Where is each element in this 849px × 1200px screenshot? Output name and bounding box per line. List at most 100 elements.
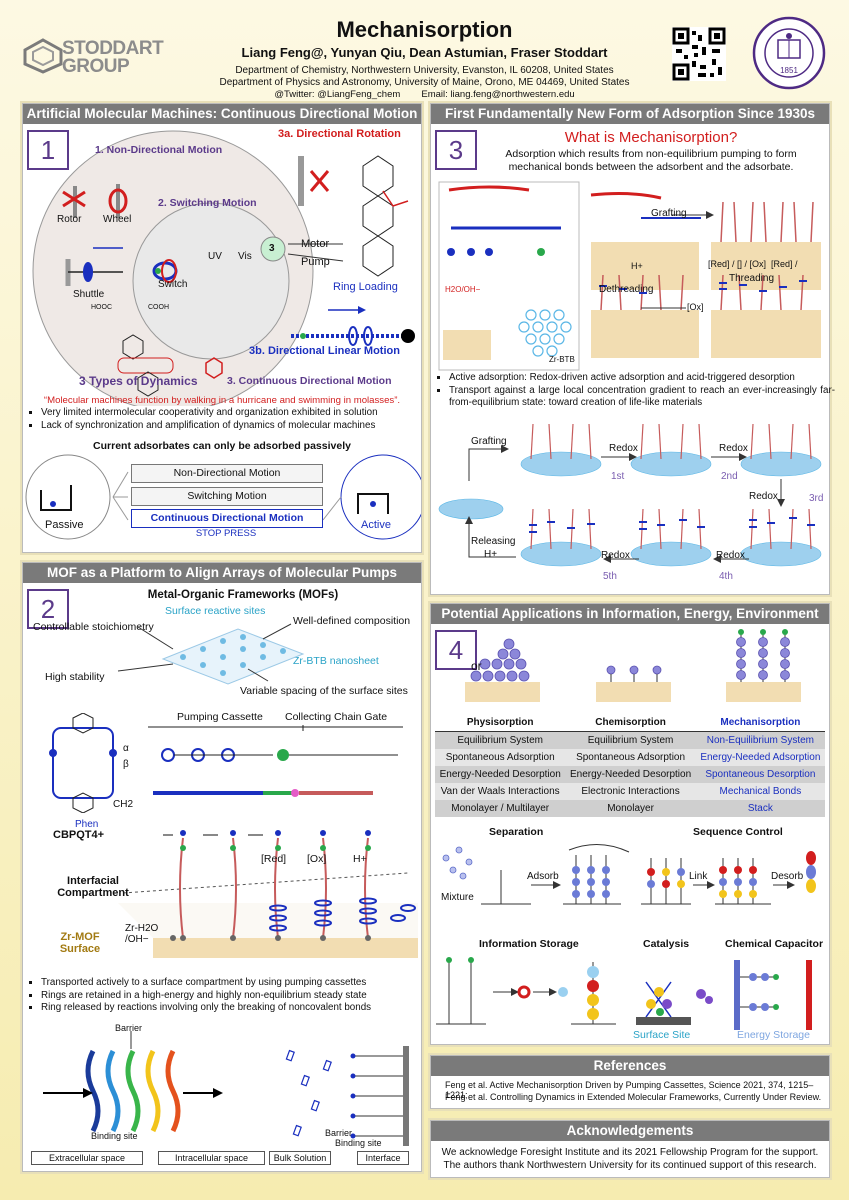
label-red: [Red] (261, 853, 287, 865)
directional-rotation-graphic (298, 155, 409, 277)
table-row: Spontaneous Adsorption Spontaneous Adsor… (435, 749, 825, 766)
reference-2: Feng et al. Controlling Dynamics in Exte… (445, 1092, 822, 1102)
panel-2-bullet: Transported actively to a surface compar… (41, 977, 429, 990)
label-variable-spacing: Variable spacing of the surface sites (240, 685, 408, 697)
panel-2-bullets: Transported actively to a surface compar… (27, 977, 429, 1015)
pump-structure (148, 725, 403, 797)
label-vis: Vis (238, 251, 252, 262)
label-hplus: H+ (631, 261, 643, 271)
label-pumping-cassette: Pumping Cassette (177, 711, 263, 723)
cycle-label-grafting: Grafting (471, 436, 507, 447)
label-ring-loading: Ring Loading (333, 281, 398, 293)
stop-press: STOP PRESS (195, 528, 257, 539)
table-row: Van der Waals Interactions Electronic In… (435, 783, 825, 800)
label-adsorb: Adsorb (527, 871, 559, 882)
info-catalysis-capacitor-graphic (436, 957, 812, 1030)
panel-3-number: 3 (435, 130, 477, 170)
table-cell: Electronic Interactions (565, 783, 696, 800)
cycle-label-fifth: 5th (603, 571, 617, 582)
table-cell: Monolayer / Multilayer (435, 800, 566, 817)
panel-4-number: 4 (435, 630, 477, 670)
panel-4-heading: Potential Applications in Information, E… (431, 604, 829, 624)
table-cell: Van der Waals Interactions (435, 783, 566, 800)
table-cell: Energy-Needed Adsorption (695, 749, 825, 766)
box-intracellular: Intracellular space (158, 1151, 265, 1165)
separation-sequence-graphic (442, 844, 816, 905)
app-sequence-title: Sequence Control (693, 826, 783, 838)
bio-label-barrier-2: Barrier (325, 1128, 353, 1138)
table-header-physisorption: Physisorption (435, 714, 566, 732)
panel-1-bullet: Lack of synchronization and amplificatio… (41, 420, 431, 433)
table-cell: Equilibrium System (435, 731, 566, 749)
app-catalysis-title: Catalysis (643, 938, 690, 950)
mof-title: Metal-Organic Frameworks (MOFs) (147, 589, 339, 601)
label-h2o: H2O/OH− (445, 285, 481, 294)
label-alpha: α (123, 743, 129, 754)
box-extracellular: Extracellular space (31, 1151, 143, 1165)
rotor-graphic (62, 186, 86, 218)
affiliation-1: Department of Chemistry, Northwestern Un… (235, 65, 614, 76)
panel-2-mof-platform: MOF as a Platform to Align Arrays of Mol… (22, 562, 422, 1172)
stoddart-logo: STODDART GROUP (22, 38, 164, 78)
reference-1: Feng et al. Active Mechanisorption Drive… (445, 1080, 814, 1100)
panel-3-mechanisorption: First Fundamentally New Form of Adsorpti… (430, 103, 835, 595)
cycle-label-redox-4: Redox (716, 550, 745, 561)
label-surface-sites: Surface reactive sites (165, 605, 266, 617)
label-or: or (471, 659, 482, 673)
label-cbpqt: CBPQT4+ (53, 829, 105, 841)
affiliation-2: Department of Physics and Astronomy, Uni… (219, 77, 630, 88)
cage-molecule-graphic (117, 334, 174, 397)
label-beta: β (123, 759, 129, 770)
switch-graphic (152, 259, 178, 283)
label-zr-mof-surface: Zr-MOF Surface (59, 931, 101, 955)
hurricane-quote: “Molecular machines function by walking … (43, 395, 401, 406)
table-header-chemisorption: Chemisorption (565, 714, 696, 732)
adsorption-types-graphic (465, 629, 801, 702)
table-cell: Equilibrium System (565, 731, 696, 749)
panel-2-heading: MOF as a Platform to Align Arrays of Mol… (23, 563, 421, 583)
label-active: Active (361, 519, 391, 531)
table-header-row: Physisorption Chemisorption Mechanisorpt… (435, 714, 825, 732)
authors: Liang Feng@, Yunyan Qiu, Dean Astumian, … (241, 45, 608, 60)
bio-label-binding-2: Binding site (335, 1138, 382, 1148)
panel-1-bullets: Very limited intermolecular cooperativit… (27, 407, 431, 432)
ack-line-1: We acknowledge Foresight Institute and i… (441, 1147, 819, 1158)
cycle-label-fourth: 4th (719, 571, 733, 582)
table-cell: Spontaneous Desorption (695, 766, 825, 783)
label-ox: [Ox] (687, 302, 704, 312)
header: STODDART GROUP Mechanisorption Liang Fen… (0, 0, 849, 100)
table-cell: Energy-Needed Desorption (565, 766, 696, 783)
label-stoichiometry: Controllable stoichiometry (33, 621, 154, 633)
label-directional-rotation: 3a. Directional Rotation (278, 128, 401, 140)
acknowledgements-panel: Acknowledgements We acknowledge Foresigh… (430, 1120, 830, 1178)
table-cell: Mechanical Bonds (695, 783, 825, 800)
app-capacitor-title: Chemical Capacitor (725, 938, 824, 950)
table-row: Monolayer / Multilayer Monolayer Stack (435, 800, 825, 817)
app-info-storage-title: Information Storage (479, 938, 579, 950)
label-hooc: HOOC (91, 304, 112, 311)
wheel-graphic (108, 184, 128, 218)
panel-3-bullet: Active adsorption: Redox-driven active a… (449, 372, 835, 385)
label-interfacial-compartment: Interfacial Compartment (57, 875, 129, 899)
table-cell: Energy-Needed Desorption (435, 766, 566, 783)
stoddart-logo-text-1: STODDART (62, 38, 164, 59)
label-wheel: Wheel (103, 214, 132, 225)
label-switching: 2. Switching Motion (158, 197, 257, 209)
label-surface-site: Surface Site (633, 1029, 691, 1041)
label-directional-linear: 3b. Directional Linear Motion (249, 345, 400, 357)
cycle-label-second: 2nd (721, 471, 738, 482)
cycle-label-redox-3: Redox (749, 491, 778, 502)
definition: Adsorption which results from non-equili… (505, 148, 797, 173)
label-dethreading: Dethreading (599, 284, 654, 295)
label-phen: Phen (75, 819, 99, 830)
panel-2-bullet: Rings are retained in a high-energy and … (41, 990, 429, 1003)
linear-motion-graphic (291, 306, 415, 346)
biological-pump-analogy (43, 1031, 409, 1146)
box-non-directional: Non-Directional Motion (131, 464, 323, 483)
panel-1-molecular-machines: Artificial Molecular Machines: Continuou… (22, 103, 422, 553)
label-threading: Threading (729, 273, 775, 284)
bio-label-binding: Binding site (91, 1131, 138, 1141)
northwestern-seal: 1851 (752, 16, 826, 90)
table-cell: Spontaneous Adsorption (565, 749, 696, 766)
label-passive: Passive (45, 519, 84, 531)
